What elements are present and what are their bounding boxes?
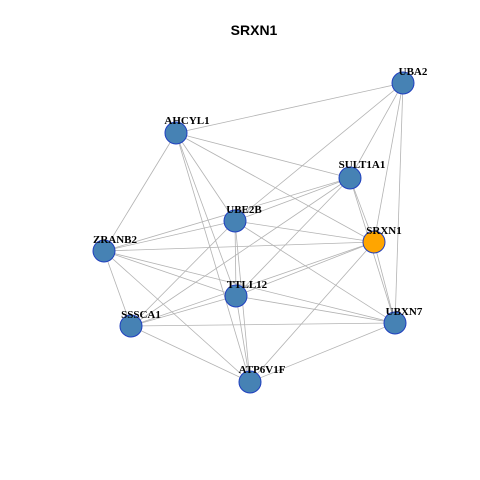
node-ahcyl1[interactable]: AHCYL1	[164, 115, 210, 145]
node-ttll12[interactable]: TTLL12	[224, 279, 268, 308]
edge-sssca1-atp6v1f	[130, 325, 251, 383]
node-ube2b[interactable]: UBE2B	[223, 204, 262, 233]
edge-ube2b-ubxn7	[234, 220, 396, 324]
node-label-srxn1: SRXN1	[366, 225, 401, 237]
edge-ahcyl1-srxn1	[175, 132, 375, 243]
edge-srxn1-ttll12	[235, 241, 375, 297]
edge-ahcyl1-uba2	[175, 82, 404, 134]
node-label-ttll12: TTLL12	[227, 279, 268, 291]
edge-ahcyl1-zranb2	[103, 132, 177, 252]
node-atp6v1f[interactable]: ATP6V1F	[238, 364, 286, 394]
edge-sult1a1-ttll12	[235, 177, 351, 297]
edge-ttll12-atp6v1f	[235, 295, 251, 383]
edge-srxn1-atp6v1f	[249, 241, 375, 383]
edge-ahcyl1-atp6v1f	[175, 132, 251, 383]
edge-ttll12-sssca1	[130, 295, 237, 327]
edge-ahcyl1-sult1a1	[175, 132, 351, 179]
edge-sssca1-ubxn7	[130, 322, 396, 327]
edge-ttll12-ubxn7	[235, 295, 396, 324]
node-label-zranb2: ZRANB2	[93, 234, 138, 246]
node-label-uba2: UBA2	[399, 66, 428, 78]
node-uba2[interactable]: UBA2	[391, 66, 428, 95]
edge-ahcyl1-ttll12	[175, 132, 237, 297]
edge-ube2b-zranb2	[103, 220, 236, 252]
node-label-ube2b: UBE2B	[226, 204, 262, 216]
edge-zranb2-ubxn7	[103, 250, 396, 324]
node-circle-zranb2[interactable]	[92, 239, 116, 263]
edge-ahcyl1-ube2b	[175, 132, 236, 222]
edge-uba2-sult1a1	[349, 82, 404, 179]
node-circle-srxn1[interactable]	[362, 230, 386, 254]
node-circle-sssca1[interactable]	[119, 314, 143, 338]
edge-zranb2-atp6v1f	[103, 250, 251, 383]
edge-zranb2-sssca1	[103, 250, 132, 327]
node-sult1a1[interactable]: SULT1A1	[338, 159, 386, 190]
node-zranb2[interactable]: ZRANB2	[92, 234, 138, 263]
edge-srxn1-ubxn7	[373, 241, 396, 324]
node-circle-ttll12[interactable]	[224, 284, 248, 308]
node-circle-ubxn7[interactable]	[383, 311, 407, 335]
node-label-sssca1: SSSCA1	[121, 309, 161, 321]
node-circle-sult1a1[interactable]	[338, 166, 362, 190]
edge-sult1a1-ube2b	[234, 177, 351, 222]
node-sssca1[interactable]: SSSCA1	[119, 309, 161, 338]
node-srxn1[interactable]: SRXN1	[362, 225, 402, 254]
node-label-ubxn7: UBXN7	[386, 306, 423, 318]
edge-srxn1-sssca1	[130, 241, 375, 327]
diagram-title: SRXN1	[231, 22, 278, 38]
node-label-ahcyl1: AHCYL1	[164, 115, 209, 127]
edge-ube2b-sssca1	[130, 220, 236, 327]
edge-uba2-ubxn7	[394, 82, 404, 324]
edge-ube2b-srxn1	[234, 220, 375, 243]
edge-sult1a1-sssca1	[130, 177, 351, 327]
node-circle-ube2b[interactable]	[223, 209, 247, 233]
edge-zranb2-srxn1	[103, 241, 375, 252]
node-circle-ahcyl1[interactable]	[164, 121, 188, 145]
node-label-sult1a1: SULT1A1	[339, 159, 386, 171]
node-circle-atp6v1f[interactable]	[238, 370, 262, 394]
node-label-atp6v1f: ATP6V1F	[239, 364, 286, 376]
node-ubxn7[interactable]: UBXN7	[383, 306, 423, 335]
edge-uba2-ube2b	[234, 82, 404, 222]
edges-layer	[103, 82, 404, 383]
edge-uba2-srxn1	[373, 82, 404, 243]
edge-ubxn7-atp6v1f	[249, 322, 396, 383]
node-circle-uba2[interactable]	[391, 71, 415, 95]
edge-zranb2-ttll12	[103, 250, 237, 297]
